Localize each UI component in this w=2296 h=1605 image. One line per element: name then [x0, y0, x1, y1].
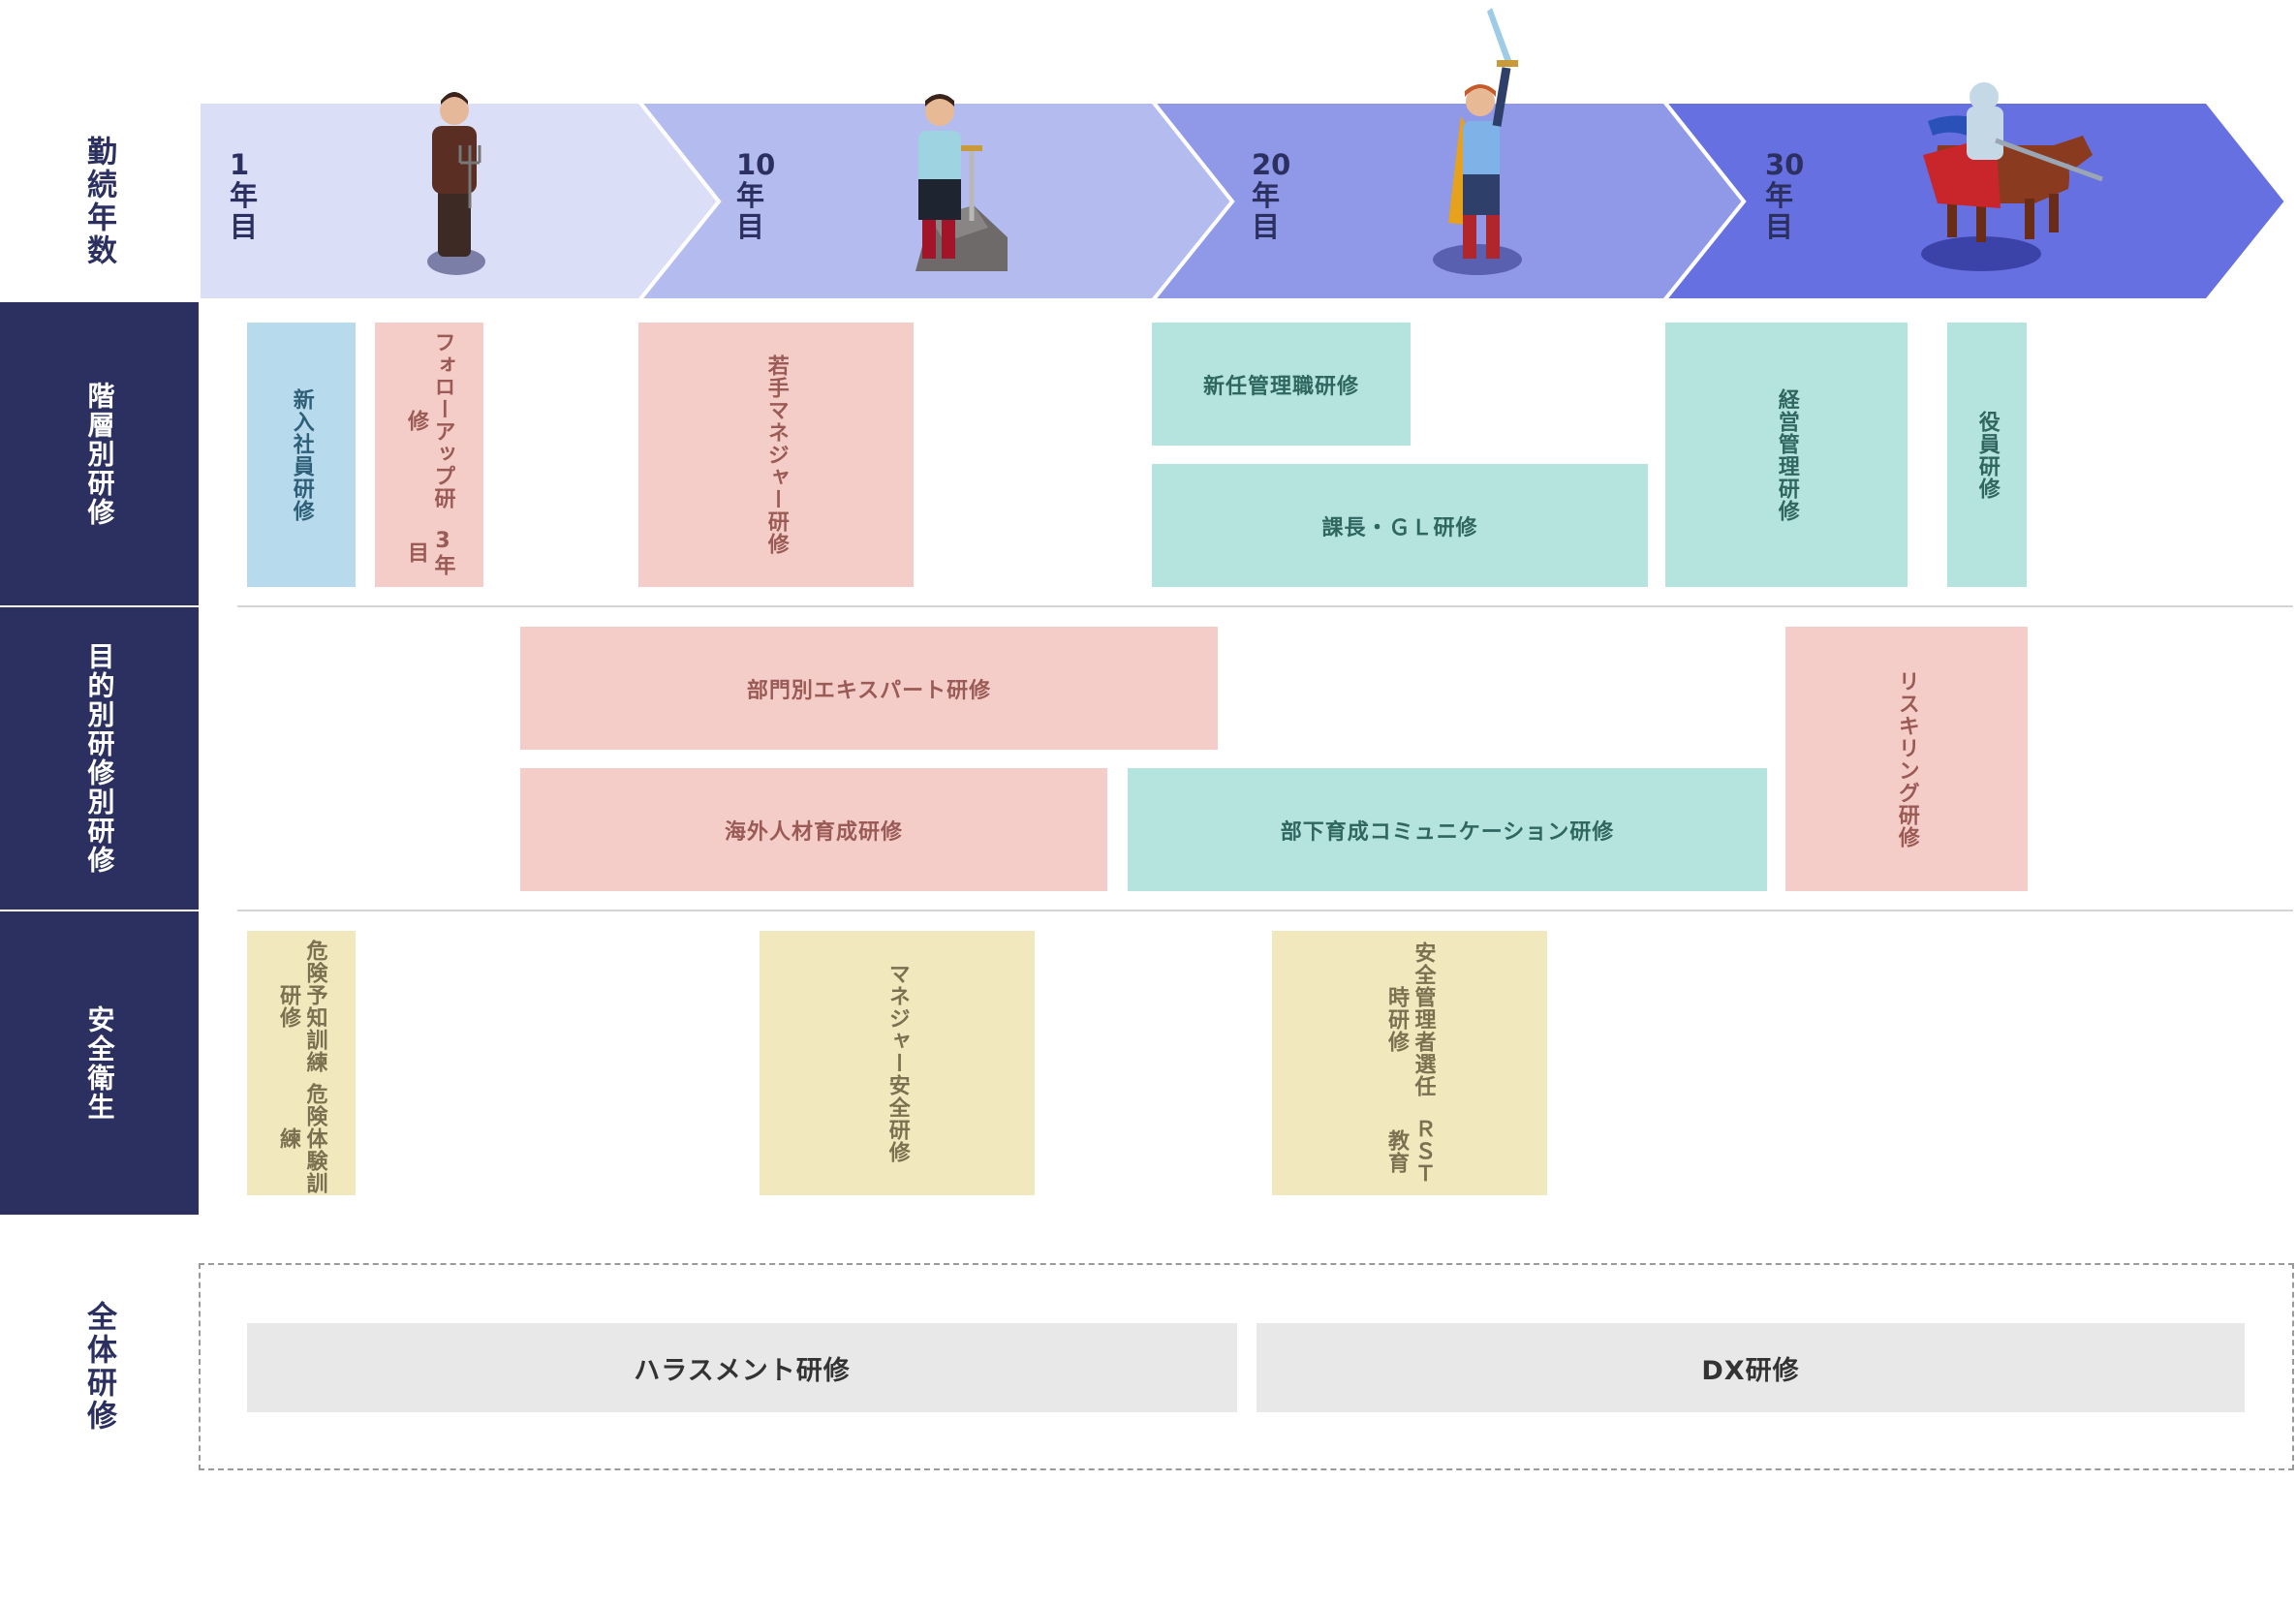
knight-on-horse-figure	[1921, 82, 2103, 271]
stage-suffix: 目	[230, 209, 259, 243]
global-talent-training: 海外人材育成研修	[520, 768, 1107, 891]
career-stage-arrows	[197, 8, 2289, 302]
row-divider	[237, 910, 2293, 911]
hazard-prediction-training: 危険予知訓練研修 危険体験訓練	[247, 931, 356, 1195]
rst-education-label: ＲＳＴ教育	[1384, 1118, 1436, 1185]
expert-training: 部門別エキスパート研修	[520, 627, 1218, 750]
stage-number: 1	[230, 148, 250, 181]
row-label-all: 全体研修	[81, 1301, 116, 1433]
hazard-experience-label: 危険体験訓練	[276, 1083, 327, 1194]
hero-raising-sword-figure	[1433, 8, 1522, 275]
new-manager-training: 新任管理職研修	[1152, 323, 1411, 446]
stage-suffix: 目	[1252, 209, 1281, 243]
followup-training: フォローアップ研修 3年目	[375, 323, 483, 587]
stage-label-1: 1 年 目	[230, 148, 259, 243]
young-manager-training: 若手マネジャー研修	[638, 323, 914, 587]
stage-label-20: 20 年 目	[1252, 148, 1291, 243]
stage-number: 20	[1252, 148, 1291, 181]
communication-training: 部下育成コミュニケーション研修	[1128, 768, 1767, 891]
hazard-prediction-label: 危険予知訓練研修	[276, 940, 327, 1073]
followup-training-year: 3年目	[404, 529, 455, 577]
stage-number: 10	[736, 148, 776, 181]
stage-label-30: 30 年 目	[1765, 148, 1805, 243]
dx-training: DX研修	[1257, 1323, 2245, 1412]
executive-training: 役員研修	[1947, 323, 2027, 587]
sword-in-stone-figure	[915, 94, 1008, 271]
safety-admin-label: 安全管理者選任時研修	[1384, 941, 1436, 1097]
row-label-purpose: 目的別研修別研修	[0, 607, 199, 910]
stage-unit: 年	[1765, 178, 1794, 212]
header-row-label: 勤続年数	[81, 135, 116, 267]
stage-suffix: 目	[736, 209, 765, 243]
stage-unit: 年	[230, 178, 259, 212]
row-divider	[237, 605, 2293, 607]
row-label-safety: 安全衛生	[0, 911, 199, 1215]
followup-training-label: フォローアップ研修	[404, 331, 455, 510]
safety-admin-training: 安全管理者選任時研修 ＲＳＴ教育	[1272, 931, 1547, 1195]
all-staff-training-area	[199, 1263, 2294, 1470]
reskilling-training: リスキリング研修	[1785, 627, 2028, 891]
stage-unit: 年	[1252, 178, 1281, 212]
row-label-hierarchy: 階層別研修	[0, 302, 199, 605]
stage-number: 30	[1765, 148, 1805, 181]
new-employee-training: 新入社員研修	[247, 323, 356, 587]
management-training: 経営管理研修	[1665, 323, 1908, 587]
farmer-figure	[427, 92, 485, 275]
stage-suffix: 目	[1765, 209, 1794, 243]
manager-safety-training: マネジャー安全研修	[760, 931, 1035, 1195]
harassment-training: ハラスメント研修	[247, 1323, 1237, 1412]
stage-unit: 年	[736, 178, 765, 212]
section-chief-training: 課長・ＧＬ研修	[1152, 464, 1648, 587]
stage-label-10: 10 年 目	[736, 148, 776, 243]
